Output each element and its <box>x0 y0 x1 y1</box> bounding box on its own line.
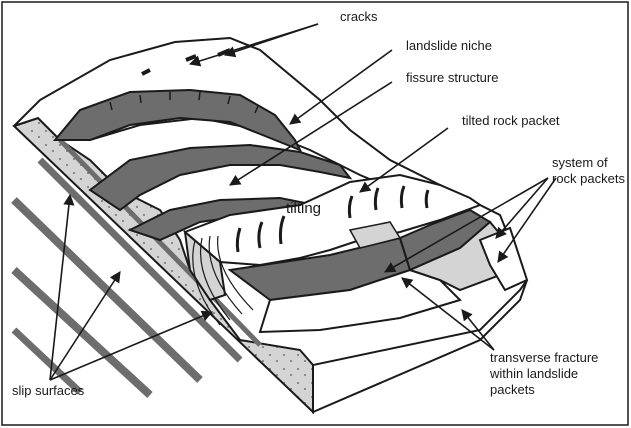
label-fissure-structure: fissure structure <box>406 70 498 85</box>
label-landslide-niche: landslide niche <box>406 38 492 53</box>
label-system-of-rock-packets-line2: rock packets <box>552 171 625 186</box>
label-tilted-rock-packet: tilted rock packet <box>462 113 560 128</box>
label-tilting: tilting <box>286 200 321 217</box>
label-transverse-fracture-line3: packets <box>490 382 535 397</box>
label-transverse-fracture-line2: within landslide <box>489 366 578 381</box>
label-system-of-rock-packets-line1: system of <box>552 155 608 170</box>
label-slip-surfaces: slip surfaces <box>12 383 85 398</box>
label-cracks: cracks <box>340 9 378 24</box>
label-transverse-fracture-line1: transverse fracture <box>490 350 598 365</box>
